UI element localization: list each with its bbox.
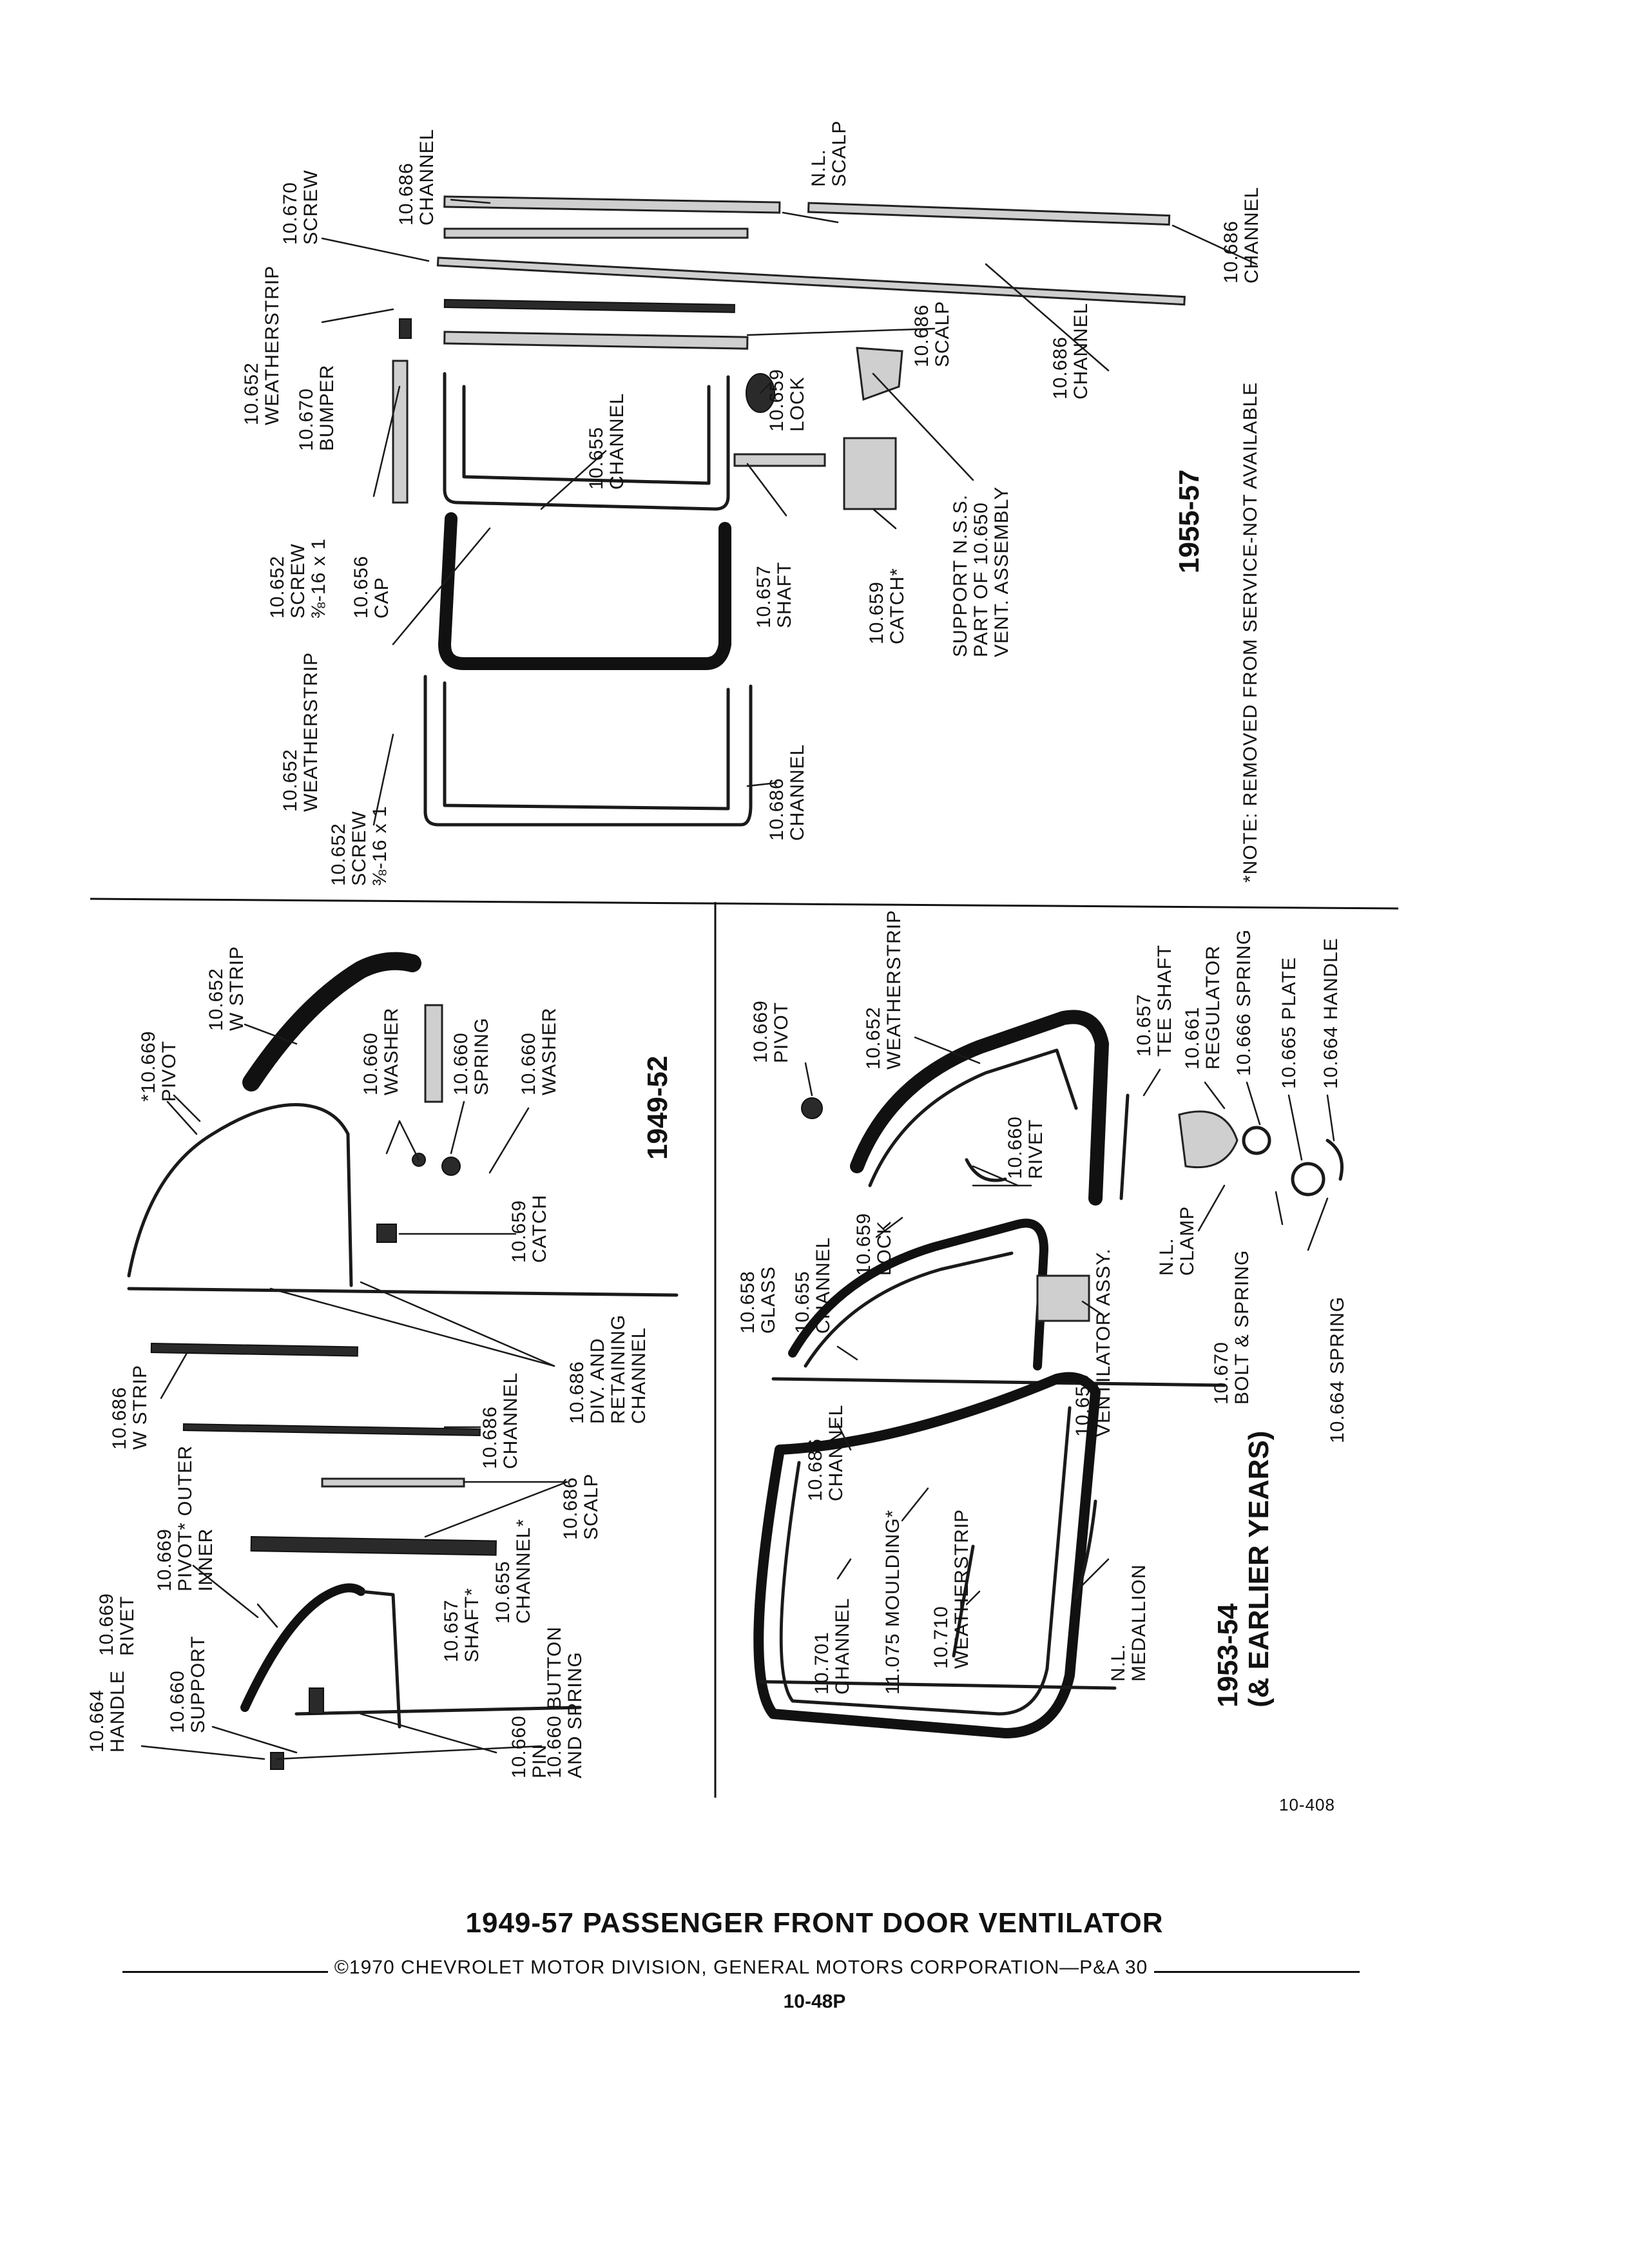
label-1953-medallion: N.L.MEDALLION xyxy=(1108,1564,1150,1682)
label-1949-catch: 10.659CATCH xyxy=(508,1195,550,1263)
label-1955-bumper: 10.670BUMPER xyxy=(296,365,338,451)
label-1949-button: 10.660 BUTTONAND SPRING xyxy=(544,1626,586,1778)
label-1955-nl-scalp: N.L.SCALP xyxy=(808,120,850,187)
label-1949-shaft: 10.657SHAFT* xyxy=(441,1588,483,1662)
label-1953-glass: 10.658GLASS xyxy=(737,1266,779,1334)
label-1949-wstrip-top: 10.652W STRIP xyxy=(206,946,247,1031)
label-1955-screw-low: 10.652SCREW⅜-16 x 1 xyxy=(328,805,390,886)
label-1955-screw-mid: 10.652SCREW⅜-16 x 1 xyxy=(267,538,329,619)
panel-1949-52: *10.669PIVOT 10.652W STRIP 10.660WASHER … xyxy=(86,946,679,1778)
label-1953-channel-701: 10.701CHANNEL xyxy=(811,1598,853,1695)
label-1955-channel-top-a: 10.686CHANNEL xyxy=(396,129,438,226)
horizontal-divider xyxy=(90,898,1399,910)
panel-1955-57: 10.686CHANNEL N.L.SCALP 10.686CHANNEL 10… xyxy=(241,120,1262,886)
label-1949-scalp: 10.686SCALP xyxy=(560,1474,602,1540)
leader-lines-1953 xyxy=(804,1036,1335,1606)
vent-frame-1955-illustration xyxy=(392,347,903,827)
label-1953-spring-666: 10.666 SPRING xyxy=(1233,929,1255,1076)
label-1949-pivot-outer: 10.669PIVOT* OUTERINNER xyxy=(154,1445,217,1591)
label-1953-rivet: 10.660RIVET xyxy=(1005,1116,1046,1179)
label-1953-vent-assy: 10.650VENTILATOR ASSY. xyxy=(1072,1248,1114,1437)
label-1953-channel-686: 10.686CHANNEL xyxy=(805,1405,847,1501)
label-1955-catch: 10.659CATCH* xyxy=(866,568,908,644)
label-1953-regulator: 10.661REGULATOR xyxy=(1182,945,1224,1070)
label-1953-plate: 10.665 PLATE xyxy=(1278,957,1300,1089)
label-1955-weatherstrip-top: 10.652WEATHERSTRIP xyxy=(241,265,283,425)
vent-1949-illustration xyxy=(127,952,679,1770)
label-1949-channel-655: 10.655CHANNEL* xyxy=(492,1519,534,1624)
label-1949-wstrip: 10.686W STRIP xyxy=(109,1365,151,1450)
copyright-text: ©1970 CHEVROLET MOTOR DIVISION, GENERAL … xyxy=(334,1957,1148,1978)
label-1953-pivot: 10.669PIVOT xyxy=(750,1000,792,1063)
year-1953-54: 1953-54(& EARLIER YEARS) xyxy=(1212,1431,1275,1707)
label-1955-support: SUPPORT N.S.S.PART OF 10.650VENT. ASSEMB… xyxy=(950,486,1012,657)
leader-lines-1949 xyxy=(140,1023,568,1760)
label-1953-weatherstrip: 10.652WEATHERSTRIP xyxy=(863,910,905,1070)
label-1953-bolt-spring: 10.670BOLT & SPRING xyxy=(1211,1250,1253,1405)
figure-number: 10-408 xyxy=(1279,1795,1335,1814)
leader-lines-1955 xyxy=(321,198,1258,826)
label-1953-lock: 10.659LOCK xyxy=(853,1213,895,1276)
label-1949-washer-a: 10.660WASHER xyxy=(360,1007,402,1095)
year-1949-52: 1949-52 xyxy=(642,1056,673,1160)
channel-strips-illustration xyxy=(399,195,1186,350)
label-1955-channel-low: 10.686CHANNEL xyxy=(766,744,808,841)
service-note: *NOTE: REMOVED FROM SERVICE-NOT AVAILABL… xyxy=(1240,382,1261,883)
right-rule xyxy=(1154,1970,1360,1973)
vent-1953-illustration xyxy=(753,1010,1344,1738)
label-1949-support: 10.660SUPPORT xyxy=(167,1636,209,1733)
panel-1953-54: 10.669PIVOT 10.652WEATHERSTRIP 10.657TEE… xyxy=(737,910,1348,1738)
label-1955-cap: 10.656CAP xyxy=(351,555,392,619)
label-1955-weatherstrip-low: 10.652WEATHERSTRIP xyxy=(280,652,322,812)
label-1953-handle: 10.664 HANDLE xyxy=(1320,937,1342,1089)
label-1949-spring: 10.660SPRING xyxy=(450,1017,492,1095)
label-1953-clamp: N.L.CLAMP xyxy=(1156,1206,1198,1276)
label-1953-tee-shaft: 10.657TEE SHAFT xyxy=(1133,945,1175,1057)
page-title: 1949-57 PASSENGER FRONT DOOR VENTILATOR xyxy=(465,1907,1164,1939)
year-1955-57: 1955-57 xyxy=(1173,470,1205,573)
label-1953-moulding: 11.075 MOULDING* xyxy=(882,1510,903,1695)
label-1949-pivot: *10.669PIVOT xyxy=(138,1031,180,1102)
label-1953-weatherstrip-710: 10.710WEATHERSTRIP xyxy=(930,1509,972,1669)
label-1953-channel-655: 10.655CHANNEL xyxy=(792,1237,834,1334)
label-1955-lock: 10.659LOCK xyxy=(766,369,808,432)
label-1949-washer-b: 10.660WASHER xyxy=(518,1007,560,1095)
label-1953-spring-664: 10.664 SPRING xyxy=(1327,1296,1348,1443)
label-1949-handle: 10.664HANDLE xyxy=(86,1670,128,1753)
label-1955-channel-mid: 10.686CHANNEL xyxy=(1050,303,1092,399)
label-1949-rivet: 10.669RIVET xyxy=(96,1593,138,1656)
label-1955-screw-top: 10.670SCREW xyxy=(280,169,322,245)
label-1955-channel-655: 10.655CHANNEL xyxy=(586,393,628,490)
copyright-row: ©1970 CHEVROLET MOTOR DIVISION, GENERAL … xyxy=(122,1955,1360,1981)
label-1949-pin: 10.660PIN xyxy=(508,1715,550,1778)
label-1949-channel: 10.686CHANNEL xyxy=(479,1372,521,1469)
page-number: 10-48P xyxy=(783,1991,846,2012)
label-1955-shaft: 10.657SHAFT xyxy=(753,562,795,628)
label-1955-channel-top-b: 10.686CHANNEL xyxy=(1220,187,1262,284)
label-1955-scalp: 10.686SCALP xyxy=(911,301,953,367)
left-rule xyxy=(122,1970,328,1973)
label-1949-div-channel: 10.686DIV. ANDRETAININGCHANNEL xyxy=(566,1314,650,1424)
